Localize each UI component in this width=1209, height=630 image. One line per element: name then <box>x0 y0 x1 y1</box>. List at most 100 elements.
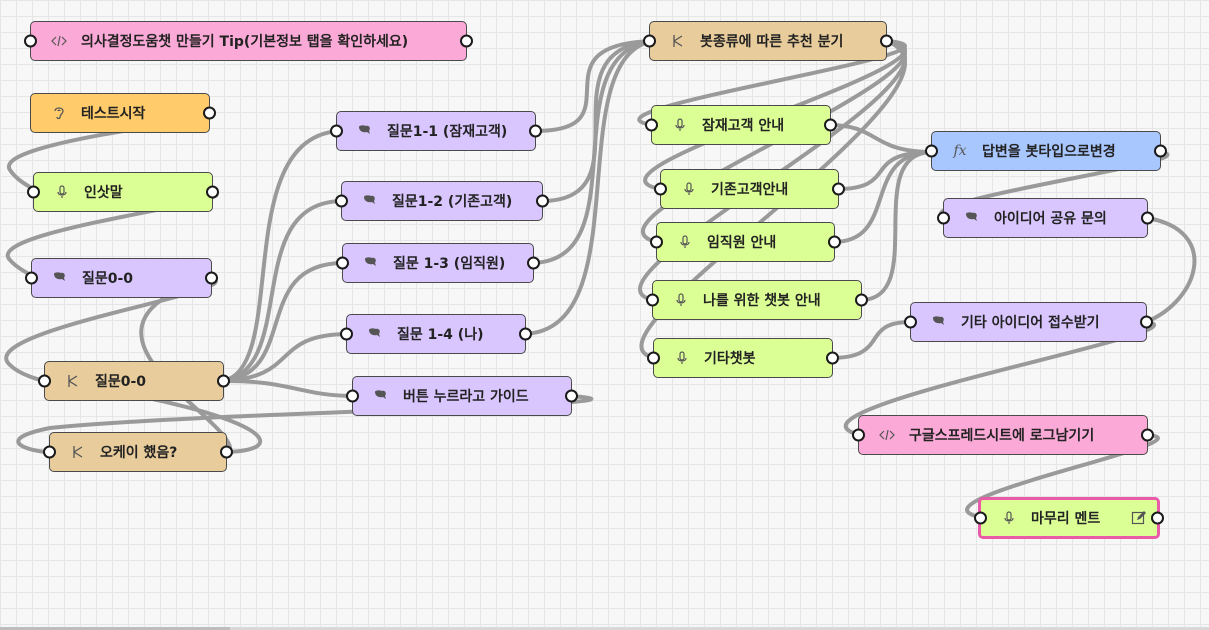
output-port[interactable] <box>832 182 845 196</box>
output-port[interactable] <box>824 118 837 132</box>
chat-icon <box>929 312 949 332</box>
code-icon <box>49 31 69 51</box>
mic-icon <box>52 182 72 202</box>
input-port[interactable] <box>330 124 343 138</box>
edge-q13-branch <box>529 39 654 265</box>
input-port[interactable] <box>647 351 660 365</box>
node-label: 잠재고객 안내 <box>702 118 785 134</box>
output-port[interactable] <box>205 271 218 285</box>
node-idea-share[interactable]: 아이디어 공유 문의 <box>937 198 1154 238</box>
node-q12[interactable]: 질문1-2 (기존고객) <box>335 181 549 221</box>
input-port[interactable] <box>654 182 667 196</box>
output-port[interactable] <box>880 34 893 48</box>
chat-icon <box>360 191 380 211</box>
node-employee-guide[interactable]: 임직원 안내 <box>650 222 841 262</box>
mic-icon <box>670 115 690 135</box>
node-label: 버튼 누르라고 가이드 <box>403 389 529 405</box>
output-port[interactable] <box>1154 144 1167 158</box>
output-port[interactable] <box>855 293 868 307</box>
node-forme-guide[interactable]: 나를 위한 챗봇 안내 <box>646 280 868 320</box>
edge-employee-bottype <box>831 150 935 244</box>
node-label: 질문 1-4 (나) <box>397 327 484 343</box>
node-bot-type-function[interactable]: fx 답변을 봇타입으로변경 <box>925 131 1167 171</box>
node-button-guide[interactable]: 버튼 누르라고 가이드 <box>346 376 578 416</box>
horizontal-scrollbar[interactable] <box>0 627 1209 630</box>
output-port[interactable] <box>828 235 841 249</box>
node-label: 의사결정도움챗 만들기 Tip(기본정보 탭을 확인하세요) <box>81 34 409 50</box>
mic-icon <box>672 348 692 368</box>
edge-q00b-q11 <box>220 129 340 383</box>
branch-icon <box>68 442 88 462</box>
node-label: 답변을 봇타입으로변경 <box>982 144 1116 160</box>
node-greeting[interactable]: 인삿말 <box>27 172 219 212</box>
output-port[interactable] <box>826 351 839 365</box>
node-q11[interactable]: 질문1-1 (잠재고객) <box>330 111 542 151</box>
edge-q00b-q14 <box>220 332 351 383</box>
node-label: 인삿말 <box>84 185 123 201</box>
node-label: 질문1-1 (잠재고객) <box>387 124 508 140</box>
output-port[interactable] <box>460 34 473 48</box>
output-port[interactable] <box>565 389 578 403</box>
input-port[interactable] <box>24 34 37 48</box>
output-port[interactable] <box>536 194 549 208</box>
input-port[interactable] <box>25 271 38 285</box>
output-port[interactable] <box>519 327 532 341</box>
input-port[interactable] <box>346 389 359 403</box>
input-port[interactable] <box>43 445 56 459</box>
node-tip[interactable]: 의사결정도움챗 만들기 Tip(기본정보 탭을 확인하세요) <box>24 21 473 61</box>
output-port[interactable] <box>1141 211 1154 225</box>
edit-icon[interactable] <box>1131 510 1147 526</box>
node-label: 기타 아이디어 접수받기 <box>961 315 1100 331</box>
mic-icon <box>675 232 695 252</box>
input-port[interactable] <box>643 34 656 48</box>
node-test-start[interactable]: 테스트시작 <box>30 93 216 133</box>
scrollbar-thumb[interactable] <box>0 627 230 630</box>
output-port[interactable] <box>1140 315 1153 329</box>
node-bot-type-branch[interactable]: 봇종류에 따른 추천 분기 <box>643 21 893 61</box>
chat-icon <box>50 268 70 288</box>
input-port[interactable] <box>650 235 663 249</box>
node-q14[interactable]: 질문 1-4 (나) <box>340 314 532 354</box>
node-okay-branch[interactable]: 오케이 했음? <box>43 432 233 472</box>
node-label: 질문0-0 <box>95 374 147 390</box>
output-port[interactable] <box>1141 428 1154 442</box>
output-port[interactable] <box>217 374 230 388</box>
code-icon <box>877 425 897 445</box>
input-port[interactable] <box>27 185 40 199</box>
node-sheet-log[interactable]: 구글스프레드시트에 로그남기기 <box>852 415 1154 455</box>
input-port[interactable] <box>38 374 51 388</box>
node-q00-branch[interactable]: 질문0-0 <box>38 361 230 401</box>
edge-q00b-guide <box>220 378 357 398</box>
input-port[interactable] <box>904 315 917 329</box>
chat-icon <box>355 121 375 141</box>
output-port[interactable] <box>206 185 219 199</box>
output-port[interactable] <box>203 106 216 120</box>
input-port[interactable] <box>335 194 348 208</box>
node-label: 질문 1-3 (임직원) <box>393 256 506 272</box>
input-port[interactable] <box>340 327 353 341</box>
node-closing[interactable]: 마무리 멘트 <box>974 497 1164 539</box>
input-port[interactable] <box>645 118 658 132</box>
node-existing-guide[interactable]: 기존고객안내 <box>654 169 845 209</box>
input-port[interactable] <box>336 256 349 270</box>
input-port[interactable] <box>925 144 938 158</box>
node-q13[interactable]: 질문 1-3 (임직원) <box>336 243 540 283</box>
node-other-bot[interactable]: 기타챗봇 <box>647 338 839 378</box>
output-port[interactable] <box>529 124 542 138</box>
edge-forme-bottype <box>858 150 935 302</box>
input-port[interactable] <box>974 511 987 525</box>
chat-icon <box>361 253 381 273</box>
node-label: 구글스프레드시트에 로그남기기 <box>909 428 1095 444</box>
input-port[interactable] <box>646 293 659 307</box>
output-port[interactable] <box>1151 511 1164 525</box>
edge-q12-branch <box>540 39 654 203</box>
node-potential-guide[interactable]: 잠재고객 안내 <box>645 105 837 145</box>
output-port[interactable] <box>527 256 540 270</box>
input-port[interactable] <box>937 211 950 225</box>
input-port[interactable] <box>852 428 865 442</box>
node-idea-other[interactable]: 기타 아이디어 접수받기 <box>904 302 1153 342</box>
chat-icon <box>371 386 391 406</box>
output-port[interactable] <box>220 445 233 459</box>
node-q00-chat[interactable]: 질문0-0 <box>25 258 218 298</box>
